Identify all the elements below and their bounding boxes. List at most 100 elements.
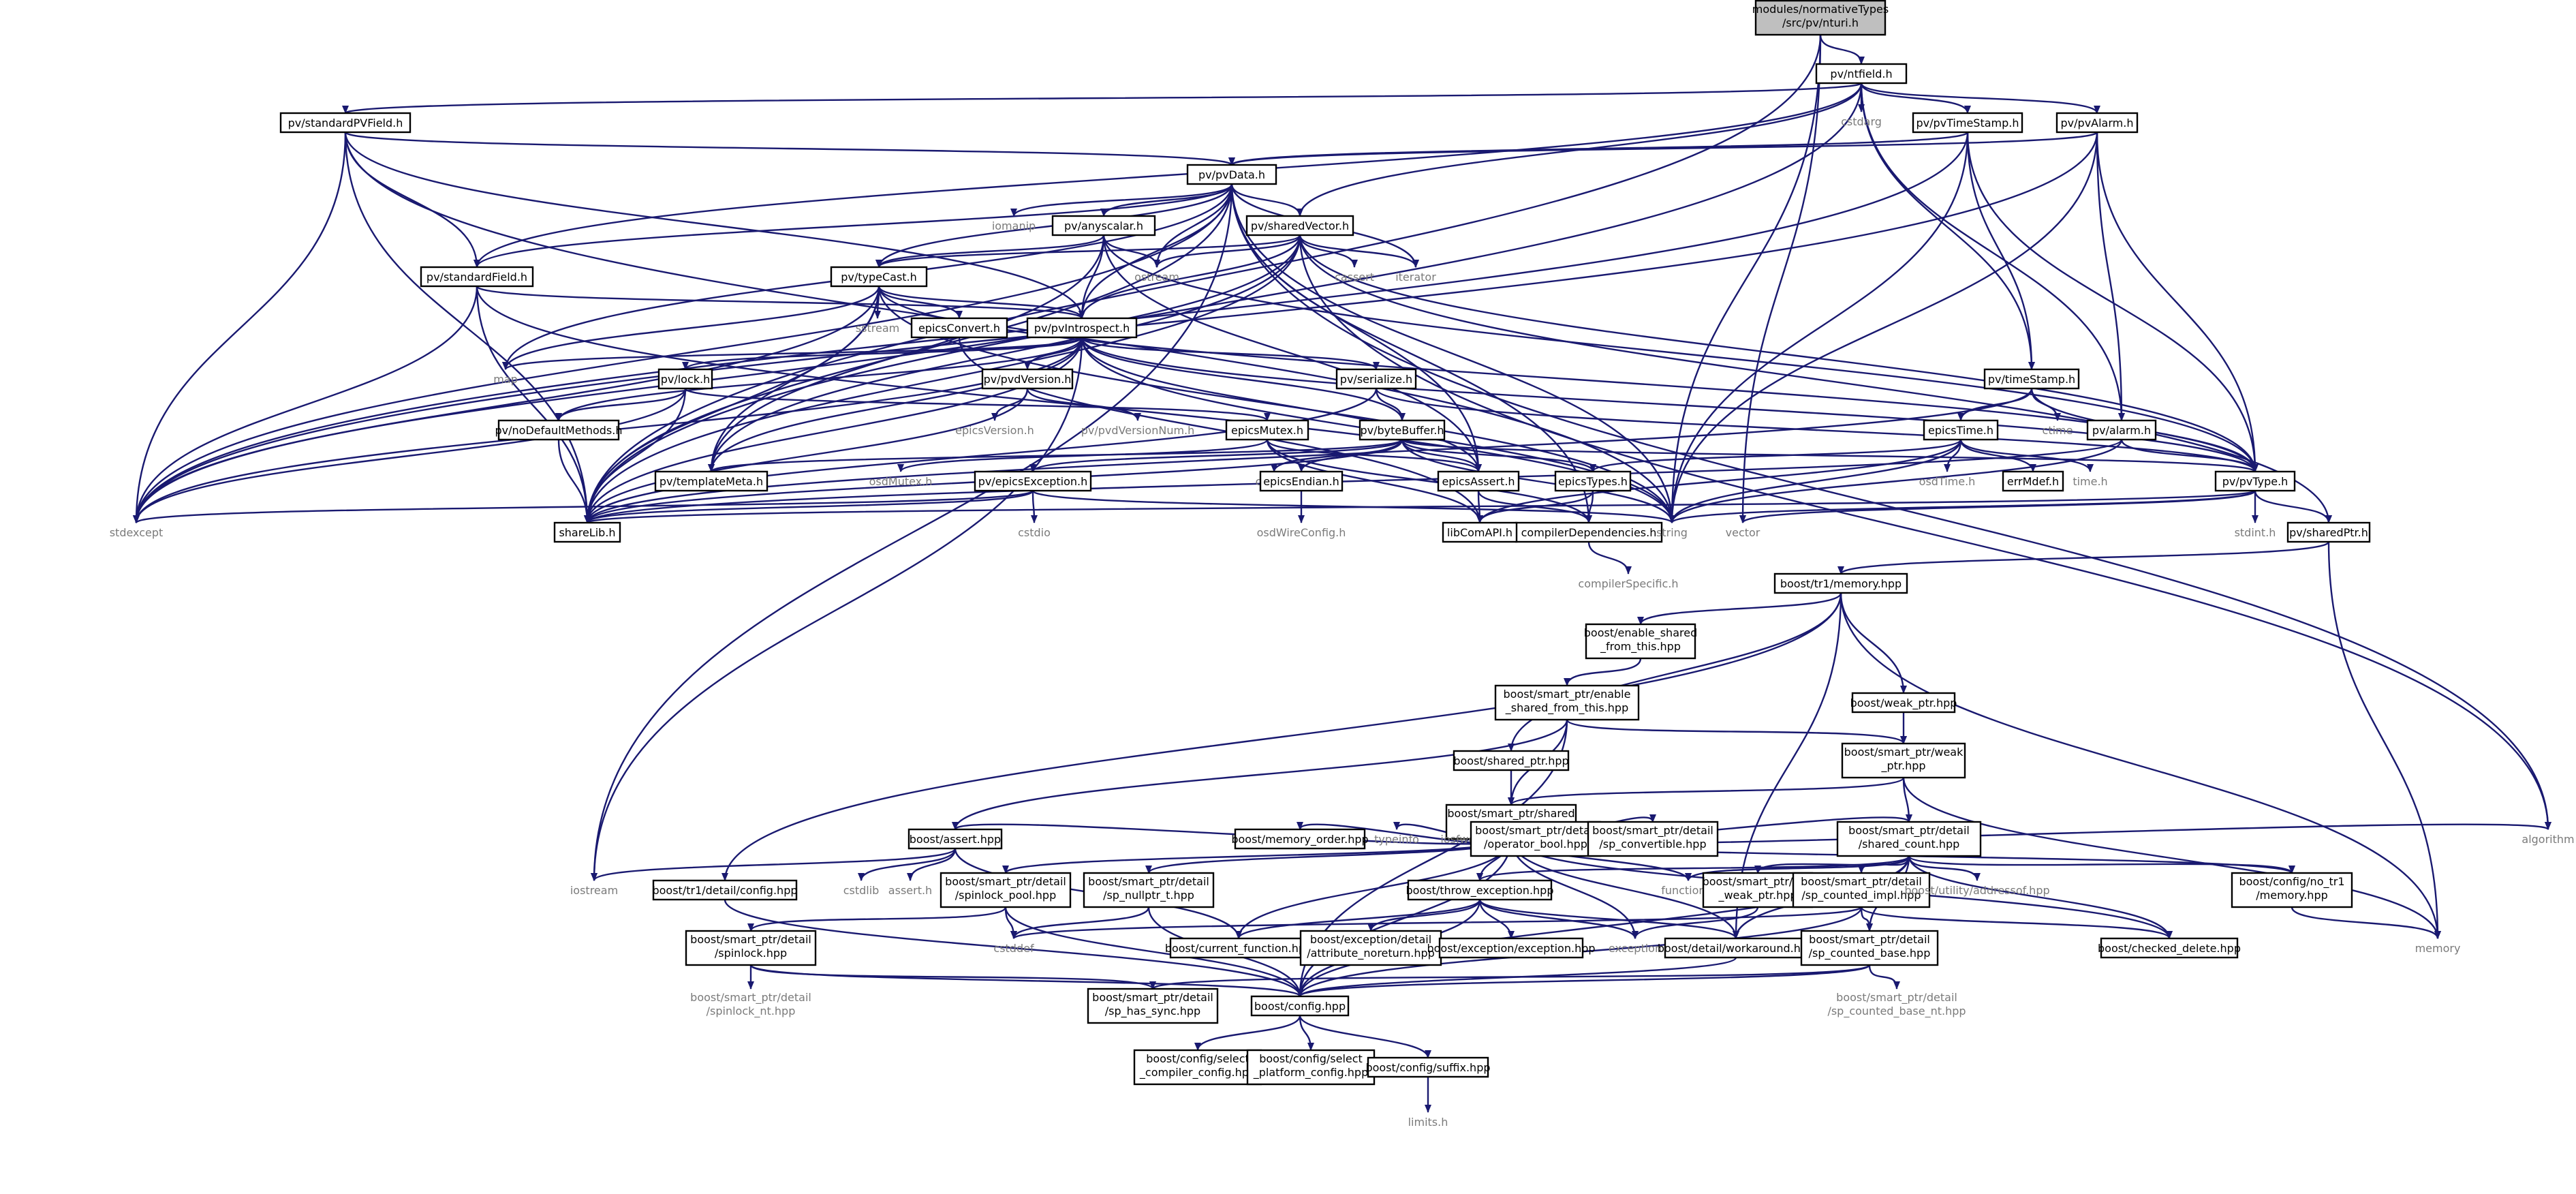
node-noTr1Memory[interactable]: boost/config/no_tr1/memory.hpp [2231, 872, 2353, 908]
node-label-pvType: pv/pvType.h [2222, 475, 2288, 488]
node-spCountedImpl[interactable]: boost/smart_ptr/detail/sp_counted_impl.h… [1792, 872, 1931, 908]
node-shareLib[interactable]: shareLib.h [553, 521, 621, 543]
node-label-tr1Config: boost/tr1/detail/config.hpp [652, 884, 797, 897]
node-operatorBool[interactable]: boost/smart_ptr/detail/operator_bool.hpp [1470, 821, 1602, 857]
node-spConvertible[interactable]: boost/smart_ptr/detail/sp_convertible.hp… [1587, 821, 1719, 857]
node-pvIntrospect[interactable]: pv/pvIntrospect.h [1026, 317, 1138, 339]
node-enableShared[interactable]: boost/enable_shared_from_this.hpp [1584, 623, 1697, 660]
node-ntfield[interactable]: pv/ntfield.h [1815, 63, 1908, 85]
node-epicsAssert[interactable]: epicsAssert.h [1437, 470, 1520, 492]
node-anyscalar[interactable]: pv/anyscalar.h [1051, 215, 1156, 236]
node-tr1Config[interactable]: boost/tr1/detail/config.hpp [652, 879, 798, 901]
node-sharedPtr[interactable]: pv/sharedPtr.h [2286, 521, 2371, 543]
node-checkedDelete[interactable]: boost/checked_delete.hpp [2098, 937, 2241, 959]
node-iostream: iostream [570, 884, 618, 897]
node-epicsException[interactable]: pv/epicsException.h [974, 470, 1092, 492]
edge-anyscalar-to-typeCast [875, 234, 1105, 268]
node-epicsEndian[interactable]: epicsEndian.h [1259, 470, 1344, 492]
edge-sharedVector-to-templateMeta [708, 234, 1301, 472]
node-byteBuffer[interactable]: pv/byteBuffer.h [1359, 419, 1446, 441]
node-label-spEnableShared: boost/smart_ptr/enable [1504, 688, 1631, 701]
node-epicsTime[interactable]: epicsTime.h [1923, 419, 1999, 441]
node-libComAPI[interactable]: libComAPI.h [1442, 521, 1518, 543]
node-serialize[interactable]: pv/serialize.h [1335, 368, 1417, 390]
edge-byteBuffer-to-epicsException [1029, 439, 1403, 472]
node-suffix[interactable]: boost/config/suffix.hpp [1365, 1056, 1491, 1078]
node-box-compilerDependencies [1515, 521, 1663, 543]
edge-tr1memory-to-weakPtr [1840, 592, 1907, 694]
node-epicsConvert[interactable]: epicsConvert.h [910, 317, 1008, 339]
node-lock[interactable]: pv/lock.h [657, 368, 713, 390]
node-root[interactable]: modules/normativeTypes/src/pv/nturi.h [1752, 0, 1889, 36]
node-box-pvdVersion [981, 368, 1074, 390]
node-standardPVField[interactable]: pv/standardPVField.h [279, 112, 412, 134]
node-spEnableShared[interactable]: boost/smart_ptr/enable_shared_from_this.… [1494, 684, 1640, 721]
node-sharedPtrHpp[interactable]: boost/shared_ptr.hpp [1453, 750, 1570, 771]
node-spCountedBase[interactable]: boost/smart_ptr/detail/sp_counted_base.h… [1800, 930, 1939, 966]
node-weakPtr[interactable]: boost/weak_ptr.hpp [1850, 692, 1957, 714]
node-label-time: time.h [2073, 475, 2107, 488]
node-config[interactable]: boost/config.hpp [1250, 995, 1350, 1017]
node-spinlock[interactable]: boost/smart_ptr/detail/spinlock.hpp [685, 930, 817, 966]
edge-pvType-to-shareLib [584, 489, 2256, 524]
node-timeStamp[interactable]: pv/timeStamp.h [1983, 368, 2080, 390]
node-label-sharedVector: pv/sharedVector.h [1251, 219, 1349, 232]
node-pvTimeStamp[interactable]: pv/pvTimeStamp.h [1912, 112, 2023, 134]
node-box-libComAPI [1442, 521, 1518, 543]
node-pvData[interactable]: pv/pvData.h [1186, 164, 1277, 185]
node-box-pvData [1186, 164, 1277, 185]
node-pvType[interactable]: pv/pvType.h [2214, 470, 2296, 492]
node-exceptionHpp[interactable]: boost/exception/exception.hpp [1427, 937, 1596, 959]
node-box-sharedVector [1245, 215, 1354, 236]
node-label-spSharedPtr: boost/smart_ptr/shared [1447, 807, 1574, 821]
node-sharedVector[interactable]: pv/sharedVector.h [1245, 215, 1354, 236]
node-templateMeta[interactable]: pv/templateMeta.h [654, 470, 769, 492]
node-assertH: assert.h [888, 884, 932, 897]
node-typeCast[interactable]: pv/typeCast.h [830, 266, 928, 288]
node-box-currentFunction [1169, 937, 1308, 959]
node-box-spNullptr [1083, 872, 1215, 908]
node-selectPlatform[interactable]: boost/config/select_platform_config.hpp [1246, 1049, 1376, 1086]
node-spNullptr[interactable]: boost/smart_ptr/detail/sp_nullptr_t.hpp [1083, 872, 1215, 908]
dependency-edges [133, 34, 2551, 1113]
node-currentFunction[interactable]: boost/current_function.hpp [1165, 937, 1312, 959]
node-alarm[interactable]: pv/alarm.h [2086, 419, 2157, 441]
node-errMdef[interactable]: errMdef.h [2002, 470, 2064, 492]
node-box-byteBuffer [1359, 419, 1446, 441]
node-box-spCountedBase [1800, 930, 1939, 966]
edge-spCountedImpl-to-spCountedBase [1860, 906, 1873, 932]
node-label-typeinfo: typeinfo [1374, 833, 1419, 846]
node-box-templateMeta [654, 470, 769, 492]
node-memoryOrder[interactable]: boost/memory_order.hpp [1231, 828, 1369, 850]
node-label-epicsMutex: epicsMutex.h [1231, 424, 1303, 437]
node-cstdio: cstdio [1018, 526, 1051, 539]
node-label-iosfwd: iosfwd [1440, 833, 1475, 846]
node-pvdVersion[interactable]: pv/pvdVersion.h [981, 368, 1074, 390]
node-epicsMutex[interactable]: epicsMutex.h [1225, 419, 1309, 441]
edge-alarm-to-pvType [2120, 439, 2259, 472]
node-spinlockPool[interactable]: boost/smart_ptr/detail/spinlock_pool.hpp [940, 872, 1072, 908]
node-noDefaultMethods[interactable]: pv/noDefaultMethods.h [495, 419, 623, 441]
edge-sharedCount-to-throwException [1476, 855, 1910, 882]
edge-spinlockPool-to-spinlock [747, 906, 1007, 932]
node-standardField[interactable]: pv/standardField.h [420, 266, 534, 288]
edge-epicsTime-to-errMdef [1959, 439, 2036, 472]
node-throwException[interactable]: boost/throw_exception.hpp [1406, 879, 1554, 901]
node-box-suffix [1367, 1056, 1489, 1078]
node-assertHpp[interactable]: boost/assert.hpp [907, 828, 1003, 850]
node-workaround[interactable]: boost/detail/workaround.hpp [1658, 937, 1814, 959]
node-sharedCount[interactable]: boost/smart_ptr/detail/shared_count.hpp [1836, 821, 1982, 857]
edge-spEnableShared-to-spWeakPtr [1566, 719, 1907, 744]
node-pvAlarm[interactable]: pv/pvAlarm.h [2055, 112, 2139, 134]
node-label-sharedCount: boost/smart_ptr/detail [1848, 824, 1970, 838]
node-tr1memory[interactable]: boost/tr1/memory.hpp [1773, 572, 1908, 594]
node-epicsTypes[interactable]: epicsTypes.h [1554, 470, 1632, 492]
node-label-assertH: assert.h [888, 884, 932, 897]
node-spHasSync[interactable]: boost/smart_ptr/detail/sp_has_sync.hpp [1087, 988, 1219, 1024]
node-box-sharedCount [1836, 821, 1982, 857]
node-spWeakPtr[interactable]: boost/smart_ptr/weak_ptr.hpp [1841, 742, 1966, 779]
node-attrNoreturn[interactable]: boost/exception/detail/attribute_noretur… [1299, 930, 1442, 966]
node-selectCompiler[interactable]: boost/config/select_compiler_config.hpp [1133, 1049, 1262, 1086]
node-compilerDependencies[interactable]: compilerDependencies.h [1515, 521, 1663, 543]
edge-serialize-to-byteBuffer [1375, 388, 1406, 421]
